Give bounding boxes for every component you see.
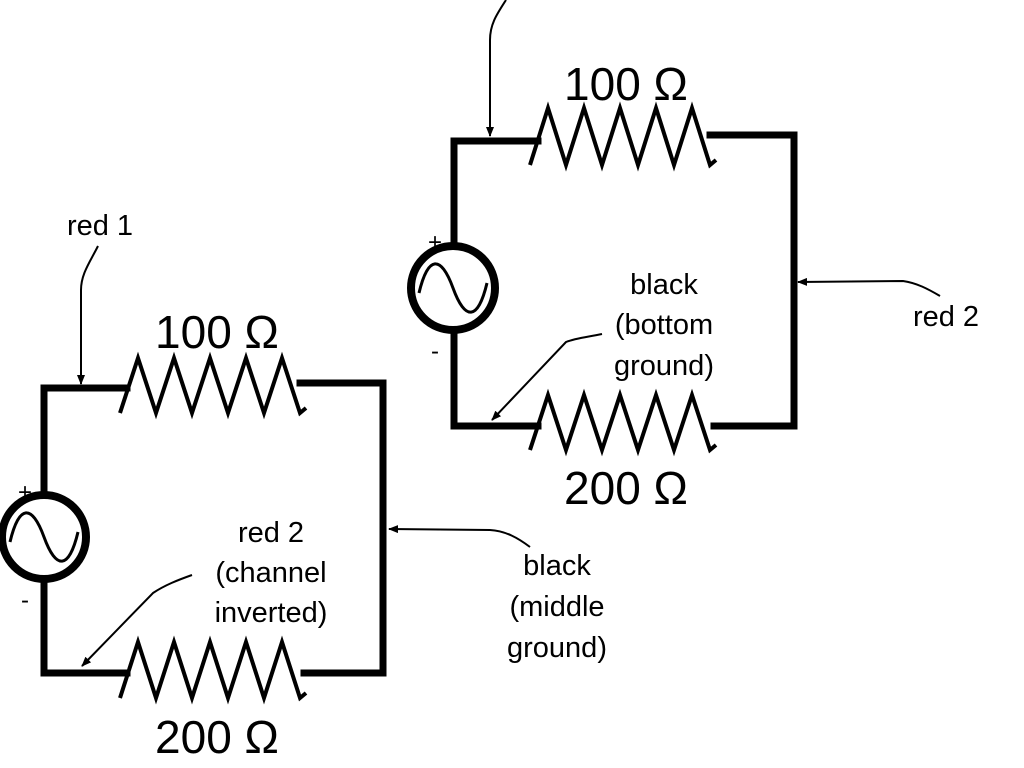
right-red2-probe-label: red 2 bbox=[913, 301, 979, 333]
left-red1-probe-lead bbox=[77, 245, 99, 385]
circuit-left: + - 100 Ω 200 Ω red 1 red 2 (channel inv… bbox=[0, 210, 607, 763]
right-red2-probe-lead bbox=[797, 277, 941, 297]
left-circuit-wire-top-right bbox=[296, 379, 387, 677]
left-ac-source-symbol bbox=[0, 491, 90, 583]
right-circuit-wire-top-right bbox=[706, 131, 798, 430]
left-top-resistor-value: 100 Ω bbox=[155, 306, 279, 358]
left-top-resistor-symbol bbox=[118, 351, 308, 420]
left-source-plus-sign: + bbox=[18, 479, 32, 506]
right-black-ground-probe-lead bbox=[491, 333, 603, 421]
right-bottom-resistor-symbol bbox=[528, 388, 718, 457]
right-black-ground-probe-label-line1: black bbox=[630, 269, 698, 301]
left-black-middle-ground-probe-label-line1: black bbox=[523, 550, 591, 582]
right-top-probe-lead bbox=[486, 0, 507, 137]
right-black-ground-probe-label-line2: (bottom bbox=[615, 309, 713, 341]
circuit-right: + - 100 Ω 200 Ω red 2 black (bottom grou… bbox=[407, 0, 979, 514]
right-top-resistor-symbol bbox=[528, 101, 718, 172]
left-red1-probe-label: red 1 bbox=[67, 210, 133, 242]
right-bottom-resistor-value: 200 Ω bbox=[564, 462, 688, 514]
left-red2-inverted-probe-label-line2: (channel bbox=[215, 557, 326, 589]
left-circuit-wire-bottom-left bbox=[40, 576, 131, 677]
right-source-plus-sign: + bbox=[428, 229, 442, 256]
left-bottom-resistor-value: 200 Ω bbox=[155, 711, 279, 763]
left-red2-inverted-probe-lead bbox=[81, 574, 193, 667]
left-red2-inverted-probe-label-line3: inverted) bbox=[215, 597, 328, 629]
left-source-minus-sign: - bbox=[21, 587, 29, 614]
left-black-middle-ground-probe-label-line2: (middle bbox=[509, 591, 604, 623]
left-black-middle-ground-probe-label-line3: ground) bbox=[507, 632, 607, 664]
right-circuit-wire-bottom-left bbox=[450, 326, 542, 430]
left-bottom-resistor-symbol bbox=[118, 635, 308, 705]
left-black-middle-ground-probe-lead bbox=[388, 525, 531, 548]
right-ac-source-symbol bbox=[407, 242, 499, 334]
right-top-resistor-value: 100 Ω bbox=[564, 58, 688, 110]
left-red2-inverted-probe-label-line1: red 2 bbox=[238, 517, 304, 549]
right-source-minus-sign: - bbox=[431, 338, 439, 365]
right-black-ground-probe-label-line3: ground) bbox=[614, 350, 714, 382]
right-circuit-wire-top-left bbox=[450, 137, 542, 250]
left-circuit-wire-top-left bbox=[40, 384, 131, 499]
